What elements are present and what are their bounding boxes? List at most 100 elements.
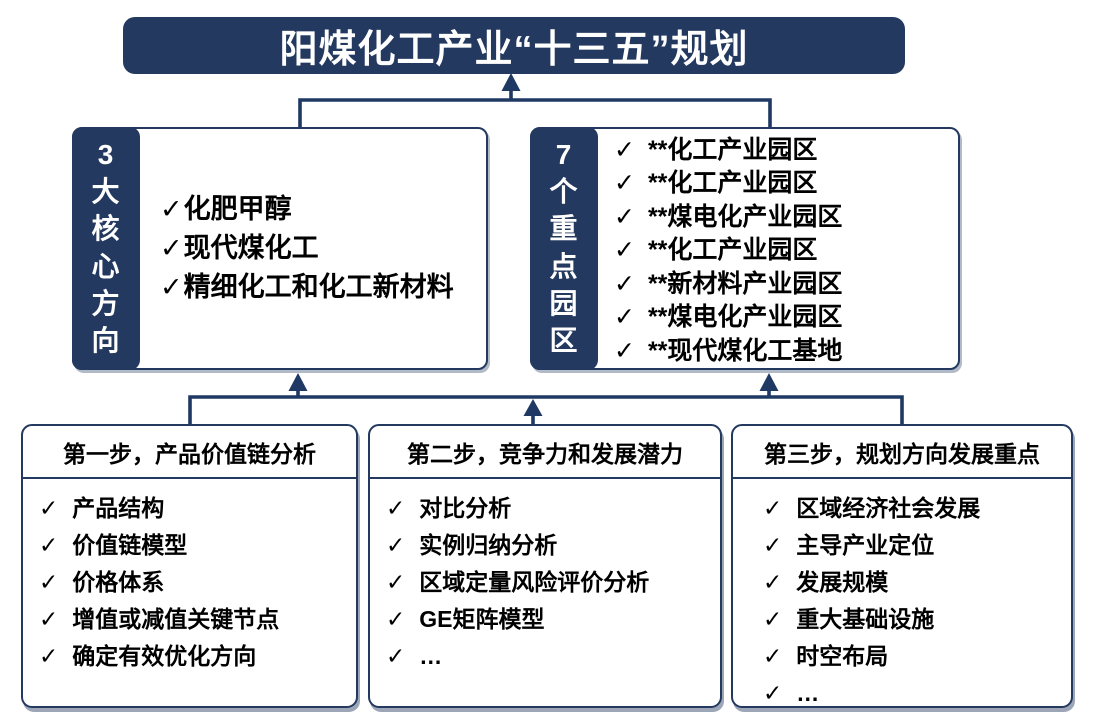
tab-char: 7 [555, 138, 572, 170]
list-item: ✓ **煤电化产业园区 [614, 302, 842, 333]
check-icon: ✓ [614, 236, 635, 264]
list-item-text: **化工产业园区 [647, 169, 818, 197]
list-item: ✓**新材料产业园区 [614, 269, 842, 300]
list-item-text: 发展规模 [796, 569, 889, 595]
list-item-text: **煤电化产业园区 [647, 303, 843, 331]
list-item: ✓现代煤化工 [160, 229, 454, 268]
check-icon: ✓ [386, 606, 406, 632]
list-item-text: … [796, 680, 820, 706]
list-item: ✓… [763, 675, 1065, 712]
step3-box: 第三步，规划方向发展重点 ✓ 区域经济社会发展 ✓ 主导产业定位 ✓ 发展规模 ✓ 重大… [731, 424, 1073, 708]
core-directions-panel: 3 大 核 心 方 向 ✓化肥甲醇 ✓现代煤化工 ✓精细化工和化工新材料 [71, 126, 488, 370]
list-item: ✓ 产品结构 [39, 490, 350, 527]
list-item-text: 重大基础设施 [796, 606, 935, 632]
step1-title: 第一步，产品价值链分析 [23, 426, 356, 479]
step1-list: ✓ 产品结构 ✓ 价值链模型 ✓ 价格体系 ✓ 增值或减值关键节点 ✓ 确定有效优化方向 [23, 479, 356, 675]
core-directions-list: ✓化肥甲醇 ✓现代煤化工 ✓精细化工和化工新材料 [160, 129, 454, 368]
list-item-text: 区域定量风险评价分析 [419, 569, 650, 595]
diagram-title-text: 阳煤化工产业“十三五”规划 [279, 29, 749, 71]
check-icon: ✓ [39, 532, 59, 558]
tab-char: 点 [549, 250, 578, 282]
list-item-text: 时空布局 [796, 643, 889, 669]
center-arrow-head [523, 399, 543, 416]
check-icon: ✓ [614, 269, 635, 298]
list-item-text: … [419, 643, 443, 669]
step3-list: ✓ 区域经济社会发展 ✓ 主导产业定位 ✓ 发展规模 ✓ 重大基础设施 ✓ 时空布局 ✓… [733, 479, 1071, 712]
list-item-text: 增值或减值关键节点 [72, 606, 280, 632]
list-item: ✓ 价值链模型 [39, 527, 350, 564]
list-item-text: 产品结构 [72, 495, 165, 521]
tab-char: 方 [91, 287, 120, 319]
list-item: ✓ **化工产业园区 [614, 235, 842, 266]
step2-list: ✓ 对比分析 ✓ 实例归纳分析 ✓ 区域定量风险评价分析 ✓ GE矩阵模型 ✓ … [370, 479, 720, 675]
list-item: ✓ 区域经济社会发展 [763, 490, 1065, 527]
title-arrow-head [501, 73, 521, 91]
list-item-text: 实例归纳分析 [419, 532, 558, 558]
check-icon: ✓ [614, 336, 635, 365]
tab-char: 心 [91, 250, 120, 282]
list-item-text: 对比分析 [419, 495, 512, 521]
list-item: ✓化肥甲醇 [160, 190, 454, 229]
check-icon: ✓ [39, 606, 59, 632]
check-icon: ✓ [614, 169, 635, 197]
key-parks-tab: 7 个 重 点 园 区 [529, 126, 598, 370]
check-icon: ✓ [386, 643, 406, 669]
key-parks-list: ✓ **化工产业园区 ✓ **化工产业园区 ✓ **煤电化产业园区 ✓ **化工产业园区… [614, 132, 842, 369]
check-icon: ✓ [160, 272, 183, 302]
list-item: ✓ GE矩阵模型 [386, 601, 714, 638]
check-icon: ✓ [614, 303, 635, 331]
right-arrow-head [759, 373, 779, 391]
check-icon: ✓ [39, 569, 59, 595]
check-icon: ✓ [386, 495, 406, 521]
list-item-text: GE矩阵模型 [419, 606, 545, 632]
list-item: ✓ **化工产业园区 [614, 135, 842, 166]
list-item-text: **化工产业园区 [647, 236, 818, 264]
list-item-text: 确定有效优化方向 [72, 643, 257, 669]
tab-char: 园 [549, 287, 578, 319]
check-icon: ✓ [763, 643, 783, 669]
key-parks-panel: 7 个 重 点 园 区 ✓ **化工产业园区 ✓ **化工产业园区 ✓ **煤电化产业… [529, 126, 960, 370]
left-arrow-head [288, 373, 308, 391]
list-item: ✓ 确定有效优化方向 [39, 638, 350, 675]
list-item-text: **煤电化产业园区 [647, 202, 843, 231]
tab-char: 3 [97, 138, 114, 170]
check-icon: ✓ [763, 532, 783, 558]
check-icon: ✓ [39, 643, 59, 669]
check-icon: ✓ [160, 233, 183, 263]
list-item-text: 价格体系 [72, 569, 165, 595]
list-item: ✓ **化工产业园区 [614, 168, 842, 199]
list-item: ✓ 增值或减值关键节点 [39, 601, 350, 638]
check-icon: ✓ [39, 495, 59, 521]
list-item: ✓ 主导产业定位 [763, 527, 1065, 564]
list-item: ✓ 价格体系 [39, 564, 350, 601]
list-item: ✓ 实例归纳分析 [386, 527, 714, 564]
check-icon: ✓ [386, 532, 406, 558]
list-item-text: **化工产业园区 [647, 135, 818, 164]
list-item: ✓ 重大基础设施 [763, 601, 1065, 638]
bottom-bracket-line [188, 395, 904, 425]
list-item: ✓ **现代煤化工基地 [614, 336, 842, 367]
list-item-text: 主导产业定位 [796, 532, 935, 558]
list-item-text: 价值链模型 [72, 532, 188, 558]
check-icon: ✓ [763, 606, 783, 632]
step2-box: 第二步，竞争力和发展潜力 ✓对比分析 ✓实例归纳分析 ✓区域定量风险评价分析 ✓… [368, 424, 722, 708]
core-directions-tab: 3 大 核 心 方 向 [71, 126, 140, 370]
tab-char: 重 [549, 213, 578, 245]
check-icon: ✓ [763, 569, 783, 595]
step3-title: 第三步，规划方向发展重点 [733, 426, 1071, 479]
tab-char: 向 [91, 325, 120, 357]
list-item-text: 精细化工和化工新材料 [183, 272, 454, 302]
check-icon: ✓ [614, 135, 635, 164]
list-item: ✓ 发展规模 [763, 564, 1065, 601]
list-item-text: 化肥甲醇 [183, 194, 292, 224]
check-icon: ✓ [614, 202, 635, 231]
list-item-text: 区域经济社会发展 [796, 495, 981, 521]
diagram-title-banner: 阳煤化工产业“十三五”规划 [123, 17, 905, 74]
check-icon: ✓ [763, 495, 783, 521]
list-item-text: 现代煤化工 [183, 233, 319, 263]
list-item: ✓ 时空布局 [763, 638, 1065, 675]
tab-char: 区 [549, 325, 578, 357]
list-item-text: **现代煤化工基地 [647, 336, 843, 365]
list-item: ✓精细化工和化工新材料 [160, 268, 454, 307]
